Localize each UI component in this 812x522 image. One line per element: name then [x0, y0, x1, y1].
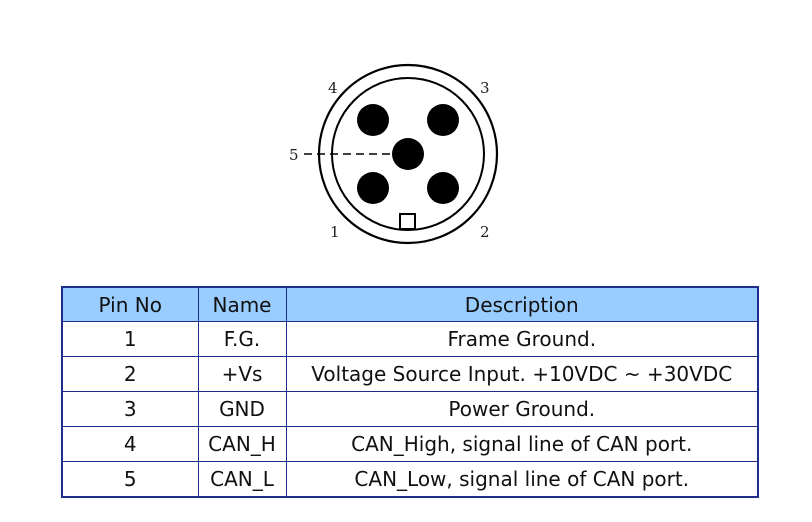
- header-name: Name: [197, 286, 287, 322]
- cell-description: CAN_High, signal line of CAN port.: [285, 426, 759, 462]
- cell-pin-no: 2: [61, 356, 199, 392]
- cell-description: Voltage Source Input. +10VDC ~ +30VDC: [285, 356, 759, 392]
- keying-notch: [399, 213, 416, 230]
- cell-description: Frame Ground.: [285, 321, 759, 357]
- header-description: Description: [285, 286, 759, 322]
- pin-3-contact: [427, 104, 459, 136]
- table-row: 4 CAN_H CAN_High, signal line of CAN por…: [61, 426, 759, 462]
- pin-2-label: 2: [480, 223, 490, 241]
- pin-2-contact: [427, 172, 459, 204]
- table-row: 3 GND Power Ground.: [61, 391, 759, 427]
- cell-description: CAN_Low, signal line of CAN port.: [285, 461, 759, 498]
- pin-5-contact: [392, 138, 424, 170]
- cell-pin-no: 1: [61, 321, 199, 357]
- connector-pinout-diagram: 4 3 5 1 2: [289, 63, 499, 245]
- cell-name: GND: [197, 391, 287, 427]
- cell-name: +Vs: [197, 356, 287, 392]
- header-pin-no: Pin No: [61, 286, 199, 322]
- pin-4-contact: [357, 104, 389, 136]
- table-row: 5 CAN_L CAN_Low, signal line of CAN port…: [61, 461, 759, 498]
- pin-assignment-table: Pin No Name Description 1 F.G. Frame Gro…: [61, 286, 759, 498]
- cell-name: CAN_L: [197, 461, 287, 498]
- cell-name: F.G.: [197, 321, 287, 357]
- cell-pin-no: 3: [61, 391, 199, 427]
- table-row: 2 +Vs Voltage Source Input. +10VDC ~ +30…: [61, 356, 759, 392]
- cell-description: Power Ground.: [285, 391, 759, 427]
- table-row: 1 F.G. Frame Ground.: [61, 321, 759, 357]
- pin-1-contact: [357, 172, 389, 204]
- pin-4-label: 4: [328, 79, 338, 97]
- pin-5-label: 5: [289, 146, 299, 164]
- table-header-row: Pin No Name Description: [61, 286, 759, 322]
- cell-pin-no: 4: [61, 426, 199, 462]
- pin-1-label: 1: [330, 223, 340, 241]
- cell-pin-no: 5: [61, 461, 199, 498]
- pin-3-label: 3: [480, 79, 490, 97]
- cell-name: CAN_H: [197, 426, 287, 462]
